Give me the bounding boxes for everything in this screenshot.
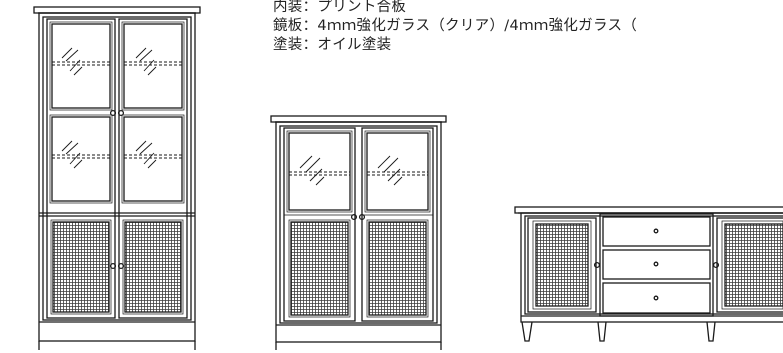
- sideboard-door-left: [527, 217, 597, 313]
- sideboard-body: [520, 212, 783, 323]
- medium-glass-panel: [288, 132, 351, 211]
- sideboard: [514, 206, 783, 342]
- medium-cane-panel: [290, 221, 349, 316]
- drawer-knob: [653, 261, 659, 267]
- tall-cane-panel: [124, 221, 182, 313]
- glass-reflection-mark: [299, 155, 325, 186]
- knob: [358, 213, 366, 221]
- tall-glass-frame: [121, 21, 185, 111]
- drawer-front: [602, 282, 711, 314]
- spec-label: 塗装: [273, 37, 303, 53]
- tall-glass-frame: [49, 21, 113, 111]
- medium-door-right: [361, 127, 434, 322]
- medium-cabinet-top: [270, 115, 447, 123]
- spec-value: オイル塗装: [317, 37, 392, 53]
- knob: [712, 261, 720, 269]
- spec-panel: 鏡板：4ｍｍ強化ガラス（クリア）/4ｍｍ強化ガラス（: [273, 17, 783, 36]
- tall-cane-panel: [52, 221, 110, 313]
- tall-glass-frame: [49, 114, 113, 204]
- spec-separator: ：: [302, 0, 318, 15]
- medium-door-left: [283, 127, 356, 322]
- tall-glass-panel: [51, 23, 111, 109]
- tall-cabinet-top: [33, 6, 201, 14]
- tall-glass-frame: [121, 114, 185, 204]
- knob: [350, 213, 358, 221]
- spec-label: 内装: [273, 0, 303, 15]
- sideboard-top: [514, 206, 783, 214]
- drawer-knob: [653, 228, 659, 234]
- tall-glass-panel: [123, 116, 183, 202]
- drawer-front: [602, 216, 711, 247]
- knob: [593, 261, 601, 269]
- medium-cane-panel: [368, 221, 427, 316]
- sideboard-cane-panel: [724, 223, 783, 307]
- knob: [117, 109, 125, 117]
- drawer-knob: [653, 295, 659, 301]
- glass-reflection-mark: [135, 140, 157, 169]
- spec-finish: 塗装：オイル塗装: [273, 36, 783, 55]
- knob: [109, 262, 117, 270]
- sideboard-leg: [706, 321, 716, 342]
- sideboard-leg: [597, 321, 607, 342]
- spec-separator: ：: [302, 37, 318, 53]
- spec-label: 鏡板: [273, 18, 303, 34]
- glass-reflection-mark: [377, 155, 403, 186]
- tall-cabinet-body: [38, 12, 196, 342]
- sideboard-door-right: [716, 217, 783, 313]
- spec-value: 4ｍｍ強化ガラス（クリア）/4ｍｍ強化ガラス（: [317, 18, 638, 34]
- medium-cabinet-body: [275, 121, 442, 343]
- spec-interior: 内装：プリント合板: [273, 0, 783, 17]
- medium-glass-panel: [366, 132, 429, 211]
- glass-reflection-mark: [61, 47, 83, 76]
- sideboard-leg: [521, 321, 533, 342]
- drawer-front: [602, 249, 711, 280]
- tall-cabinet: [33, 6, 201, 350]
- knob: [117, 262, 125, 270]
- glass-reflection-mark: [135, 47, 157, 76]
- tall-glass-panel: [51, 116, 111, 202]
- tall-glass-panel: [123, 23, 183, 109]
- material-spec-list: 内装：プリント合板 鏡板：4ｍｍ強化ガラス（クリア）/4ｍｍ強化ガラス（ 塗装：…: [273, 0, 783, 55]
- sideboard-cane-panel: [535, 223, 589, 307]
- tall-door-left: [46, 18, 116, 319]
- medium-cabinet: [270, 115, 447, 350]
- glass-reflection-mark: [61, 140, 83, 169]
- spec-separator: ：: [302, 18, 318, 34]
- knob: [109, 109, 117, 117]
- tall-door-right: [118, 18, 188, 319]
- spec-value: プリント合板: [317, 0, 407, 15]
